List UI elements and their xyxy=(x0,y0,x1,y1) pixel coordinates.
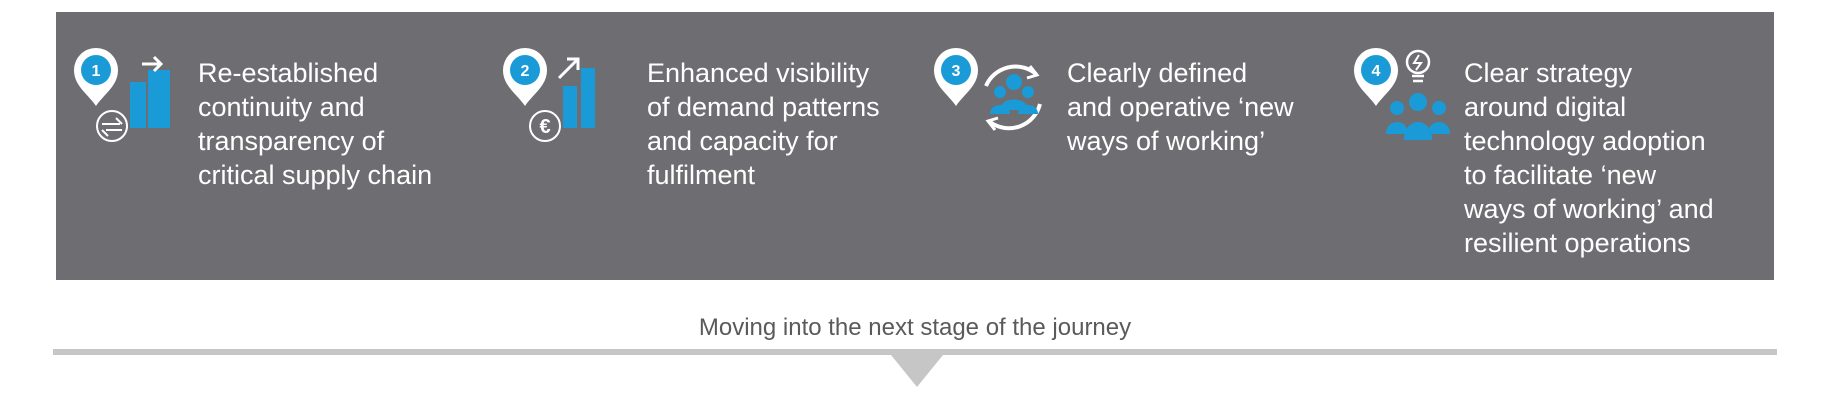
divider-bar xyxy=(53,349,1777,355)
step-number: 2 xyxy=(521,63,530,80)
outcome-line: ways of working’ and xyxy=(1464,194,1714,224)
team-cycle-icon: 3 xyxy=(934,48,1042,131)
euro-growth-chart-icon: 2 € xyxy=(503,48,595,142)
outcome-text: Enhanced visibility of demand patterns a… xyxy=(647,56,880,192)
outcome-line: to facilitate ‘new xyxy=(1464,160,1657,190)
step-number: 1 xyxy=(92,63,101,80)
outcome-line: Enhanced visibility xyxy=(647,58,870,88)
outcome-item-4: 4 Clear strategy around digital technolo… xyxy=(1352,46,1762,276)
outcome-line: ways of working’ xyxy=(1067,126,1266,156)
outcome-line: continuity and xyxy=(198,92,365,122)
step-number: 3 xyxy=(952,63,961,80)
outcome-line: Re-established xyxy=(198,58,379,88)
outcome-item-3: 3 Clearly defined and operative ‘new way… xyxy=(932,46,1332,276)
outcome-line: Clearly defined xyxy=(1067,58,1248,88)
outcome-line: critical supply chain xyxy=(198,160,433,190)
outcome-line: and operative ‘new xyxy=(1067,92,1294,122)
outcome-line: around digital xyxy=(1464,92,1627,122)
outcome-line: technology adoption xyxy=(1464,126,1706,156)
outcome-text: Re-established continuity and transparen… xyxy=(198,56,432,192)
outcome-line: fulfilment xyxy=(647,160,756,190)
outcome-item-1: 1 Re-established continuity and transpar… xyxy=(72,46,472,276)
outcome-text: Clear strategy around digital technology… xyxy=(1464,56,1714,260)
outcome-text: Clearly defined and operative ‘new ways … xyxy=(1067,56,1294,158)
step-number: 4 xyxy=(1372,63,1381,80)
supply-chain-icon: 1 xyxy=(74,48,170,142)
outcome-line: and capacity for xyxy=(647,126,838,156)
svg-text:€: € xyxy=(539,116,550,138)
outcome-item-2: 2 € Enhanced visibility of demand patter… xyxy=(501,46,921,276)
down-arrow-icon xyxy=(891,355,943,387)
journey-caption: Moving into the next stage of the journe… xyxy=(698,314,1132,341)
outcome-line: of demand patterns xyxy=(647,92,880,122)
outcome-line: transparency of xyxy=(198,126,385,156)
outcome-line: resilient operations xyxy=(1464,228,1691,258)
team-idea-icon: 4 xyxy=(1354,48,1450,140)
outcome-line: Clear strategy xyxy=(1464,58,1633,88)
outcomes-panel: 1 Re-established continuity and transpar… xyxy=(56,12,1774,280)
